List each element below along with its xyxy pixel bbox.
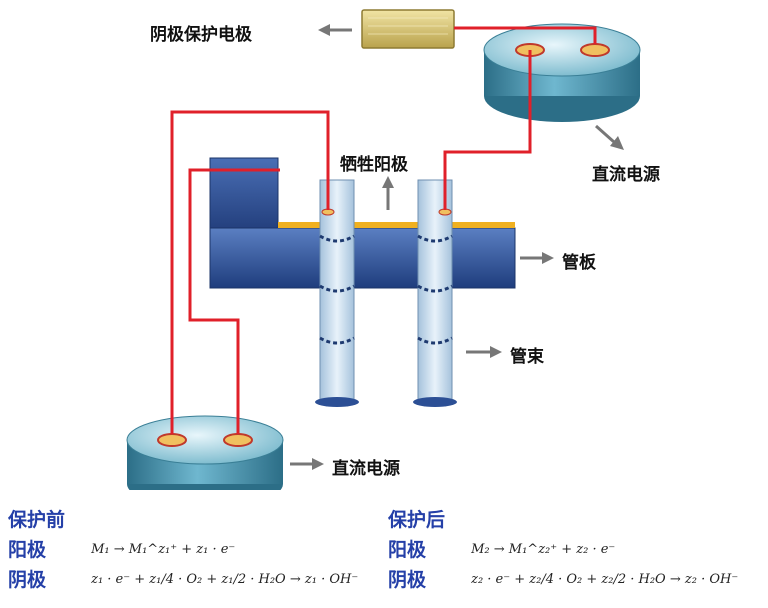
equations-before: 保护前 阳极 M₁ → M₁^z₁⁺ + z₁ · e⁻ 阴极 z₁ · e⁻ … (8, 506, 388, 594)
label-tube-plate: 管板 (562, 253, 596, 273)
arrow-dc-bottom-icon (290, 458, 324, 470)
dc-power-supply-top (483, 23, 641, 122)
diagram-canvas (126, 9, 641, 490)
before-anode-row: 阳极 M₁ → M₁^z₁⁺ + z₁ · e⁻ (8, 534, 388, 564)
after-title: 保护后 (388, 509, 446, 531)
dc-power-supply-bottom (126, 415, 284, 490)
coating-strip (278, 222, 515, 228)
before-title: 保护前 (8, 509, 66, 531)
label-dc-power-top: 直流电源 (592, 165, 660, 185)
tube-left (315, 179, 359, 407)
wire-dc-top-to-right-tube (443, 50, 532, 210)
label-tube-bundle: 管束 (510, 347, 544, 367)
arrow-plate-icon (520, 252, 554, 264)
arrow-electrode-icon (318, 24, 352, 36)
tube-right (413, 179, 457, 407)
after-cathode-label: 阴极 (388, 568, 427, 591)
after-cathode-equation: z₂ · e⁻ + z₂/4 · O₂ + z₂/2 · H₂O → z₂ · … (471, 571, 739, 587)
after-anode-label: 阳极 (388, 538, 427, 561)
after-cathode-row: 阴极 z₂ · e⁻ + z₂/4 · O₂ + z₂/2 · H₂O → z₂… (388, 564, 768, 594)
wires (170, 26, 597, 434)
after-anode-row: 阳极 M₂ → M₁^z₂⁺ + z₂ · e⁻ (388, 534, 768, 564)
label-dc-power-bottom: 直流电源 (332, 459, 400, 479)
after-anode-equation: M₂ → M₁^z₂⁺ + z₂ · e⁻ (471, 541, 616, 557)
before-anode-equation: M₁ → M₁^z₁⁺ + z₁ · e⁻ (91, 541, 236, 557)
before-cathode-equation: z₁ · e⁻ + z₁/4 · O₂ + z₁/2 · H₂O → z₁ · … (91, 571, 359, 587)
arrow-bundle-icon (466, 346, 502, 358)
arrow-anode-icon (382, 176, 394, 210)
tube-plate (209, 157, 516, 289)
wire-left-tube-to-dc-bottom (170, 110, 330, 434)
before-cathode-row: 阴极 z₁ · e⁻ + z₁/4 · O₂ + z₁/2 · H₂O → z₁… (8, 564, 388, 594)
wire-electrode-to-dc-top (454, 26, 597, 44)
equations-after: 保护后 阳极 M₂ → M₁^z₂⁺ + z₂ · e⁻ 阴极 z₂ · e⁻ … (388, 506, 768, 594)
label-sacrificial-anode: 牺牲阳极 (340, 155, 408, 175)
before-anode-label: 阳极 (8, 538, 47, 561)
arrow-dc-top-icon (595, 124, 624, 150)
wire-box-to-dc-bottom (188, 168, 280, 434)
label-cathode-protection-electrode: 阴极保护电极 (150, 25, 252, 45)
before-cathode-label: 阴极 (8, 568, 47, 591)
cathode-protection-electrode (361, 9, 455, 49)
